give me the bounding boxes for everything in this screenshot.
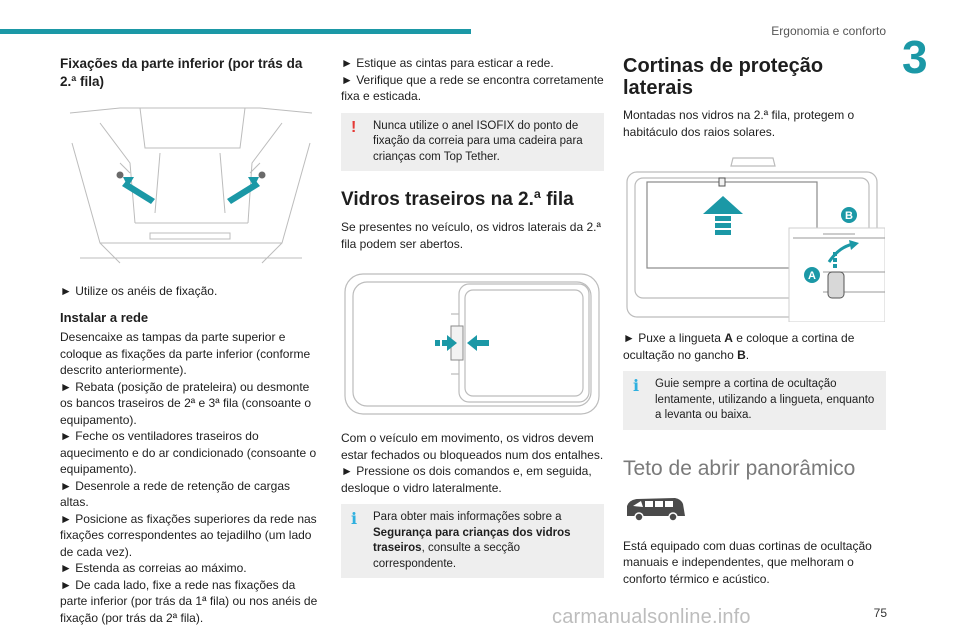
- watermark: carmanualsonline.info: [552, 606, 751, 628]
- callout-label-b: B: [845, 210, 853, 222]
- step-pull-tab-text-3: .: [745, 347, 750, 362]
- paragraph-rear-windows-intro: Se presentes no veículo, os vidros later…: [341, 220, 601, 251]
- header-accent-bar: [0, 29, 471, 34]
- step-unroll-net: ► Desenrole a rede de retenção de cargas…: [60, 478, 291, 510]
- heading-side-blinds: Cortinas de proteção laterais: [623, 55, 824, 99]
- figure-side-blind: B A: [623, 152, 886, 323]
- step-tighten-straps: ► Estique as cintas para esticar a rede.: [341, 56, 554, 70]
- column-3: Cortinas de proteção laterais Montadas n…: [623, 55, 886, 587]
- info-icon: i: [633, 376, 640, 395]
- info-icon: i: [351, 509, 358, 528]
- warning-text: Nunca utilize o anel ISOFIX do ponto de …: [373, 119, 583, 163]
- column-2: ► Estique as cintas para esticar a rede.…: [341, 55, 604, 578]
- paragraph-panoramic-roof: Está equipado com duas cortinas de ocult…: [623, 538, 872, 586]
- van-icon: [623, 494, 687, 524]
- callout-label-a: A: [808, 270, 816, 282]
- side-blind-illustration: B A: [626, 157, 886, 323]
- cargo-floor-illustration: [69, 107, 313, 264]
- info-text-blinds: Guie sempre a cortina de ocultação lenta…: [655, 378, 875, 421]
- heading-panoramic-roof: Teto de abrir panorâmico: [623, 456, 856, 480]
- step-fix-net: ► De cada lado, fixe a rede nas fixações…: [60, 577, 318, 625]
- step-press-controls: ► Pressione os dois comandos e, em segui…: [341, 464, 592, 495]
- paragraph-install: Desencaixe as tampas da parte superior e…: [60, 330, 311, 377]
- figure-sliding-window: [341, 264, 603, 424]
- heading-rear-windows: Vidros traseiros na 2.ª fila: [341, 189, 574, 210]
- warning-icon: !: [351, 118, 357, 136]
- info-text-a: Para obter mais informações sobre a: [373, 511, 562, 523]
- info-link-child-safety: Segurança para crianças dos vidros trase…: [373, 526, 571, 555]
- step-use-rings: ► Utilize os anéis de fixação.: [60, 284, 218, 298]
- section-title: Ergonomia e conforto: [771, 24, 886, 38]
- step-pull-tab-text-2: e coloque a cortina de ocultação no ganc…: [623, 331, 855, 362]
- step-close-vents: ► Feche os ventiladores traseiros do aqu…: [60, 429, 317, 476]
- step-check-net: ► Verifique que a rede se encontra corre…: [341, 72, 604, 104]
- page-number: 75: [873, 606, 887, 620]
- column-1: Fixações da parte inferior (por trás da …: [60, 55, 322, 626]
- paragraph-moving-vehicle: Com o veículo em movimento, os vidros de…: [341, 431, 604, 462]
- warning-box: ! Nunca utilize o anel ISOFIX do ponto d…: [341, 112, 604, 171]
- paragraph-side-blinds-intro: Montadas nos vidros na 2.ª fila, protege…: [623, 108, 855, 139]
- step-pull-tab-ref-b: B: [737, 347, 746, 362]
- info-box-windows: i Para obter mais informações sobre a Se…: [341, 504, 604, 578]
- info-box-blinds: i Guie sempre a cortina de ocultação len…: [623, 371, 886, 430]
- info-text-c: , consulte a secção correspondente.: [373, 542, 521, 570]
- figure-cargo-floor: [60, 103, 322, 273]
- subheading-install-net: Instalar a rede: [60, 309, 149, 325]
- step-pull-tab-text-1: ► Puxe a lingueta: [623, 331, 725, 345]
- sliding-window-illustration: [344, 273, 600, 415]
- step-fold-seats: ► Rebata (posição de prateleira) ou desm…: [60, 379, 312, 427]
- step-pull-tab: ► Puxe a lingueta A e coloque a cortina …: [623, 330, 886, 363]
- step-extend-straps: ► Estenda as correias ao máximo.: [60, 561, 247, 575]
- heading-lower-fixings: Fixações da parte inferior (por trás da …: [60, 56, 303, 89]
- step-position-fixings: ► Posicione as fixações superiores da re…: [60, 511, 317, 559]
- chapter-number: 3: [902, 31, 928, 83]
- step-pull-tab-ref-a: A: [724, 331, 733, 345]
